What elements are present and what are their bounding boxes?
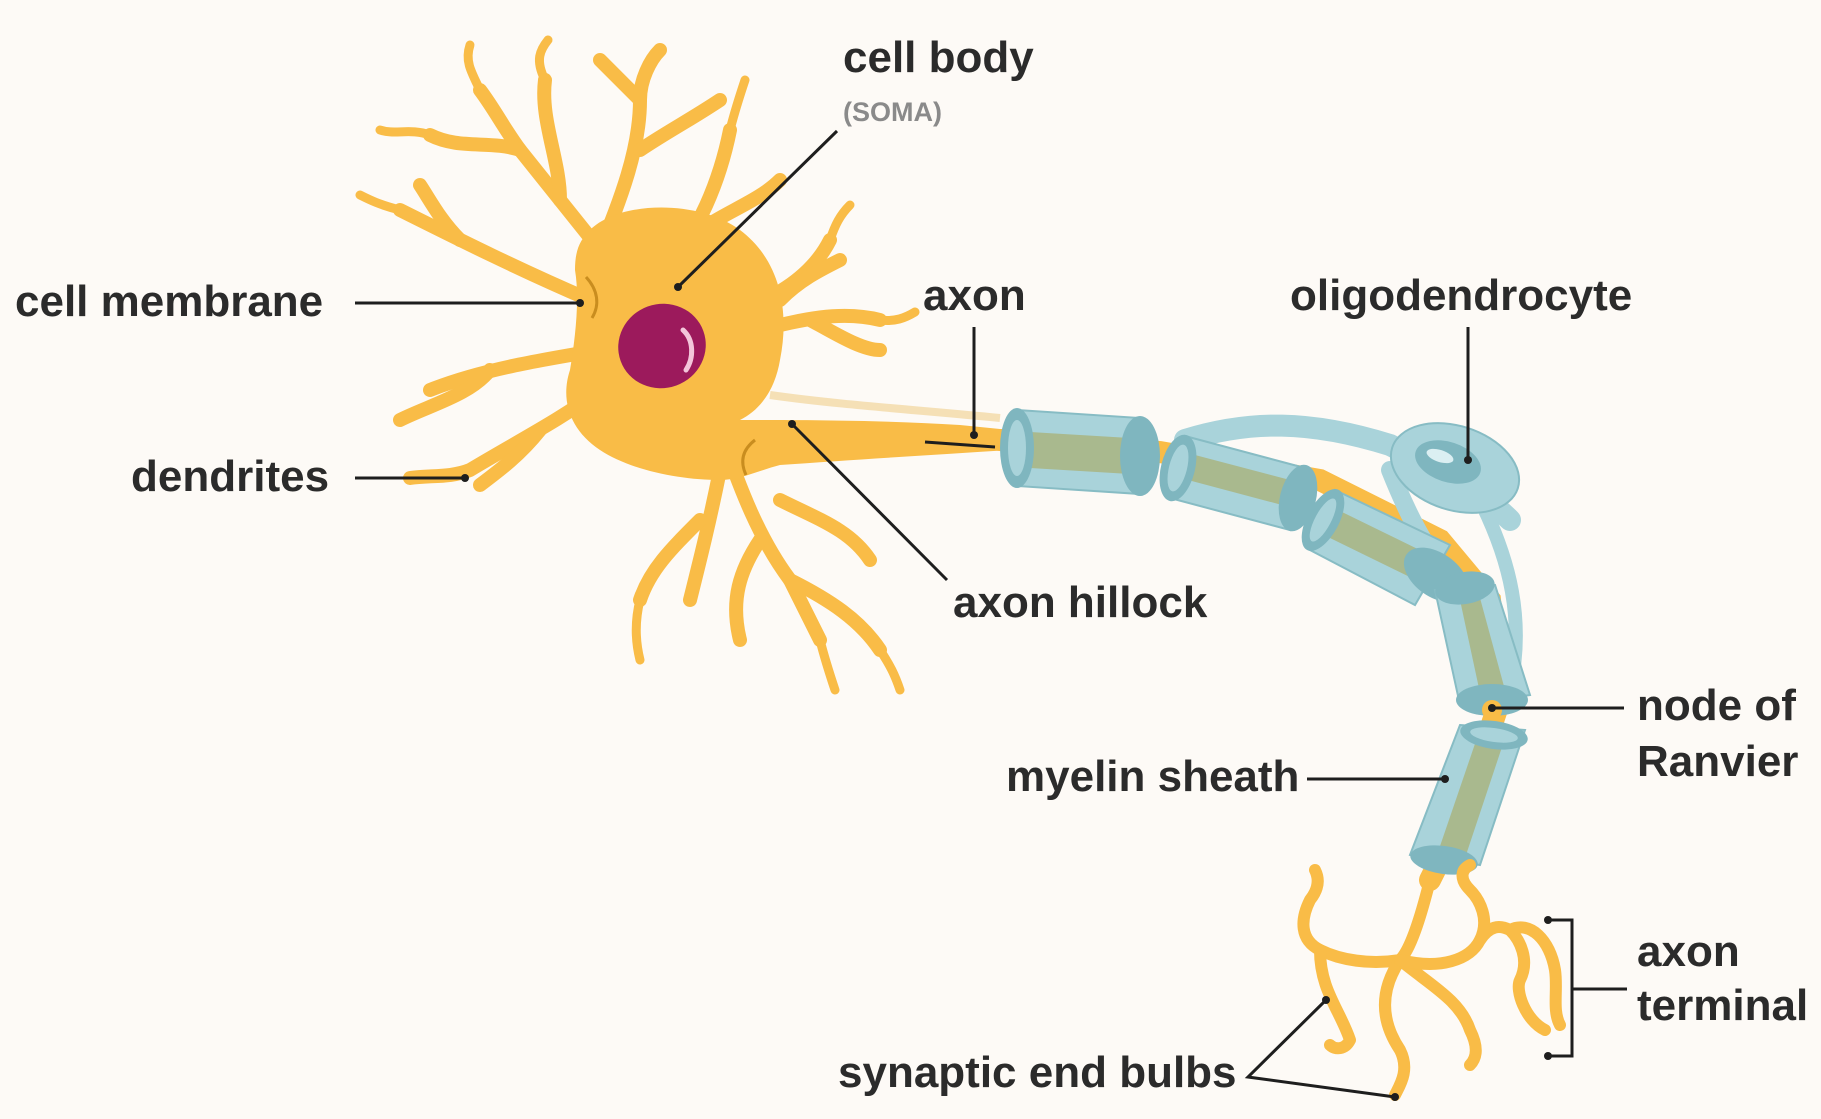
cell-membrane-label: cell membrane (15, 277, 323, 326)
myelin-segment-5 (1408, 720, 1528, 875)
node-of-ranvier-label-line1: node of (1637, 681, 1796, 730)
dendrites-label: dendrites (131, 452, 329, 501)
label-node-of-ranvier: node of Ranvier (1488, 681, 1798, 786)
node-of-ranvier-label-line2: Ranvier (1637, 737, 1798, 786)
axon-terminal-group (1297, 859, 1566, 1101)
myelin-segment-1 (1000, 408, 1160, 496)
label-axon: axon (923, 271, 1026, 449)
synaptic-end-bulbs-label: synaptic end bulbs (838, 1048, 1237, 1097)
axon-myelin-group (989, 408, 1532, 891)
myelin-sheath-label: myelin sheath (1006, 752, 1299, 801)
label-dendrites: dendrites (131, 452, 469, 501)
myelin-segment-2 (1159, 434, 1318, 532)
label-cell-membrane: cell membrane (15, 277, 584, 326)
cell-body-label: cell body (843, 33, 1034, 82)
label-axon-hillock: axon hillock (788, 420, 1208, 627)
axon-terminal-label-line2: terminal (1637, 981, 1808, 1030)
label-axon-terminal: axon terminal (1544, 916, 1808, 1060)
axon-label: axon (923, 271, 1026, 320)
label-myelin-sheath: myelin sheath (1006, 752, 1449, 801)
label-synaptic-end-bulbs: synaptic end bulbs (838, 996, 1399, 1101)
oligodendrocyte-label: oligodendrocyte (1290, 271, 1632, 320)
myelin-segment-4 (1433, 571, 1532, 716)
axon-hillock-label: axon hillock (953, 578, 1208, 627)
oligodendrocyte-cell (1389, 422, 1521, 514)
label-oligodendrocyte: oligodendrocyte (1290, 271, 1632, 464)
axon-terminal-label-line1: axon (1637, 927, 1740, 976)
nucleus (618, 303, 706, 389)
label-cell-body: cell body (SOMA) (674, 33, 1034, 291)
cell-body (566, 207, 1010, 480)
soma-label: (SOMA) (843, 97, 942, 127)
